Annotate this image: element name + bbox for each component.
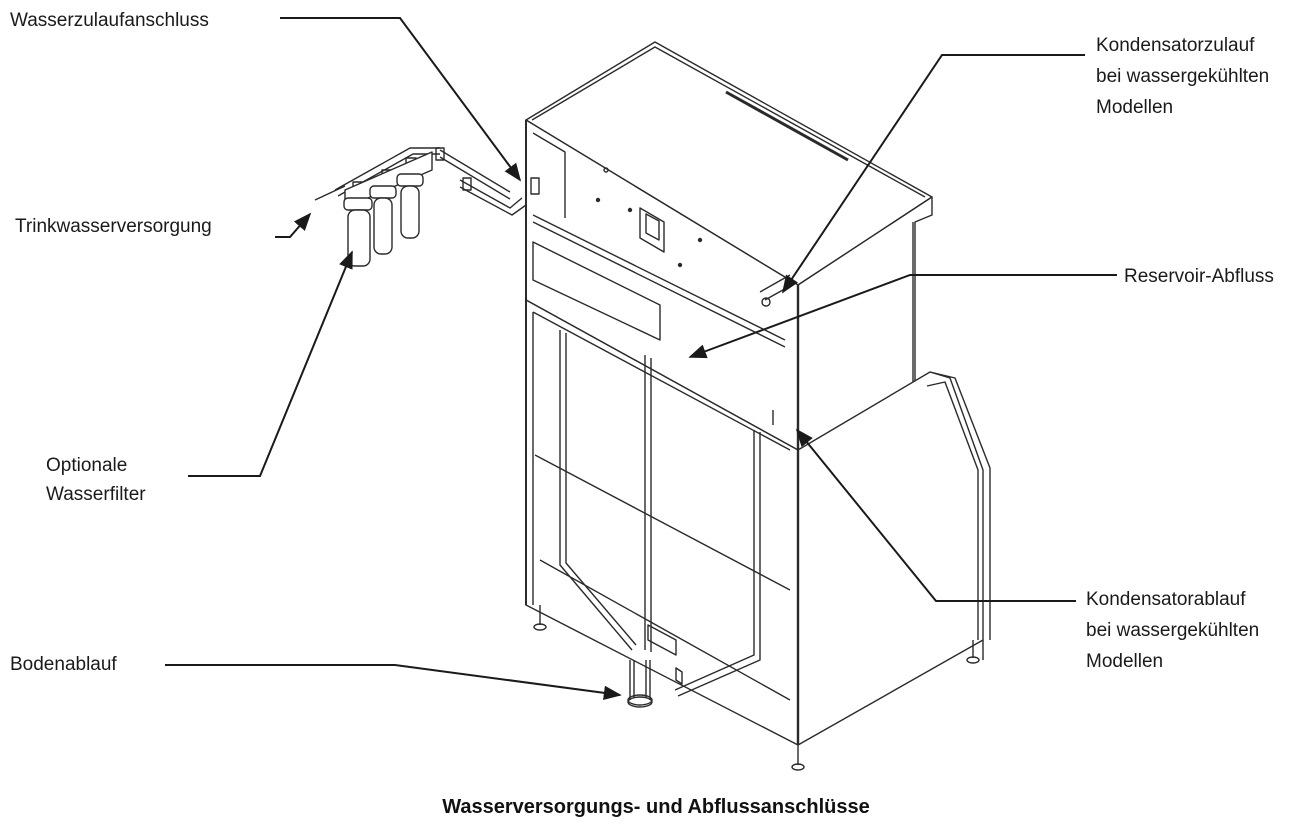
label-condenser-outlet: Kondensatorablauf bei wassergekühlten Mo… — [1086, 589, 1260, 672]
label-floor-drain: Bodenablauf — [10, 654, 117, 675]
label-optional-filter: Optionale Wasserfilter — [46, 455, 146, 505]
water-filter-assembly — [315, 148, 526, 266]
drain-piping — [560, 330, 773, 707]
condenser-outlet-leader — [795, 428, 1076, 601]
leader-lines — [165, 18, 1117, 700]
label-potable-water: Trinkwasserversorgung — [15, 216, 212, 237]
floor-drain-leader — [165, 665, 622, 700]
reservoir-drain-leader — [688, 275, 1117, 359]
ice-storage-bin — [526, 300, 990, 770]
condenser-inlet-leader — [781, 55, 1085, 294]
figure-caption: Wasserversorgungs- und Abflussanschlüsse — [442, 796, 870, 818]
optional-filter-leader — [188, 250, 352, 476]
label-condenser-inlet: Kondensatorzulauf bei wassergekühlten Mo… — [1096, 35, 1270, 118]
ice-machine-head — [526, 42, 932, 450]
label-water-inlet: Wasserzulaufanschluss — [10, 10, 209, 31]
potable-water-arrow — [275, 212, 312, 237]
water-inlet-leader — [280, 18, 522, 182]
label-reservoir-drain: Reservoir-Abfluss — [1124, 266, 1274, 287]
